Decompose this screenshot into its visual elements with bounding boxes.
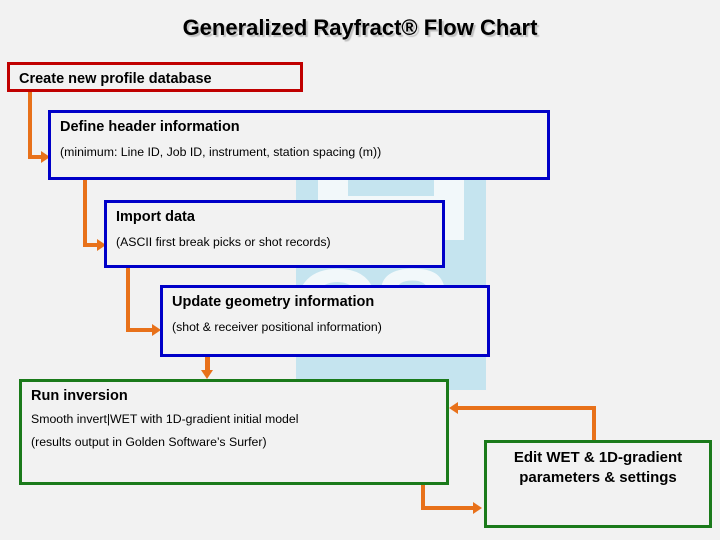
node-import-data[interactable]: Import data (ASCII first break picks or … xyxy=(104,200,445,268)
node-edit-wet-parameters[interactable]: Edit WET & 1D-gradient parameters & sett… xyxy=(484,440,712,528)
connector-geometry-to-run-arrowhead xyxy=(201,370,213,379)
page-title: Generalized Rayfract® Flow Chart xyxy=(182,15,538,40)
node-create-title: Create new profile database xyxy=(19,71,212,87)
node-run-subtitle: (results output in Golden Software’s Sur… xyxy=(31,435,267,450)
connector-edit-to-run-arrowhead xyxy=(449,402,458,414)
node-import-subtitle: (ASCII first break picks or shot records… xyxy=(116,235,331,250)
node-update-geometry-information[interactable]: Update geometry information (shot & rece… xyxy=(160,285,490,357)
connector-header-to-import-horizontal xyxy=(83,243,99,247)
node-run-line2: Smooth invert|WET with 1D-gradient initi… xyxy=(31,412,299,427)
node-edit-title: Edit WET & 1D-gradient parameters & sett… xyxy=(513,449,683,486)
connector-edit-to-run-vertical xyxy=(592,406,596,442)
connector-run-to-edit-horizontal xyxy=(421,506,475,510)
connector-run-to-edit-vertical xyxy=(421,485,425,510)
connector-import-to-geometry-vertical xyxy=(126,268,130,332)
node-header-subtitle: (minimum: Line ID, Job ID, instrument, s… xyxy=(60,145,382,160)
connector-edit-to-run-horizontal xyxy=(458,406,596,410)
connector-run-to-edit-arrowhead xyxy=(473,502,482,514)
node-create-new-profile-database[interactable]: Create new profile database xyxy=(7,62,303,92)
node-geometry-title: Update geometry information xyxy=(172,294,375,310)
connector-create-to-header-vertical xyxy=(28,92,32,159)
connector-geometry-to-run-vertical xyxy=(205,357,210,373)
node-header-title: Define header information xyxy=(60,119,240,135)
connector-import-to-geometry-horizontal xyxy=(126,328,154,332)
node-run-title: Run inversion xyxy=(31,388,128,404)
node-import-title: Import data xyxy=(116,209,195,225)
connector-create-to-header-horizontal xyxy=(28,155,43,159)
node-geometry-subtitle: (shot & receiver positional information) xyxy=(172,320,382,335)
connector-header-to-import-vertical xyxy=(83,180,87,247)
node-define-header-information[interactable]: Define header information (minimum: Line… xyxy=(48,110,550,180)
node-run-inversion[interactable]: Run inversion Smooth invert|WET with 1D-… xyxy=(19,379,449,485)
